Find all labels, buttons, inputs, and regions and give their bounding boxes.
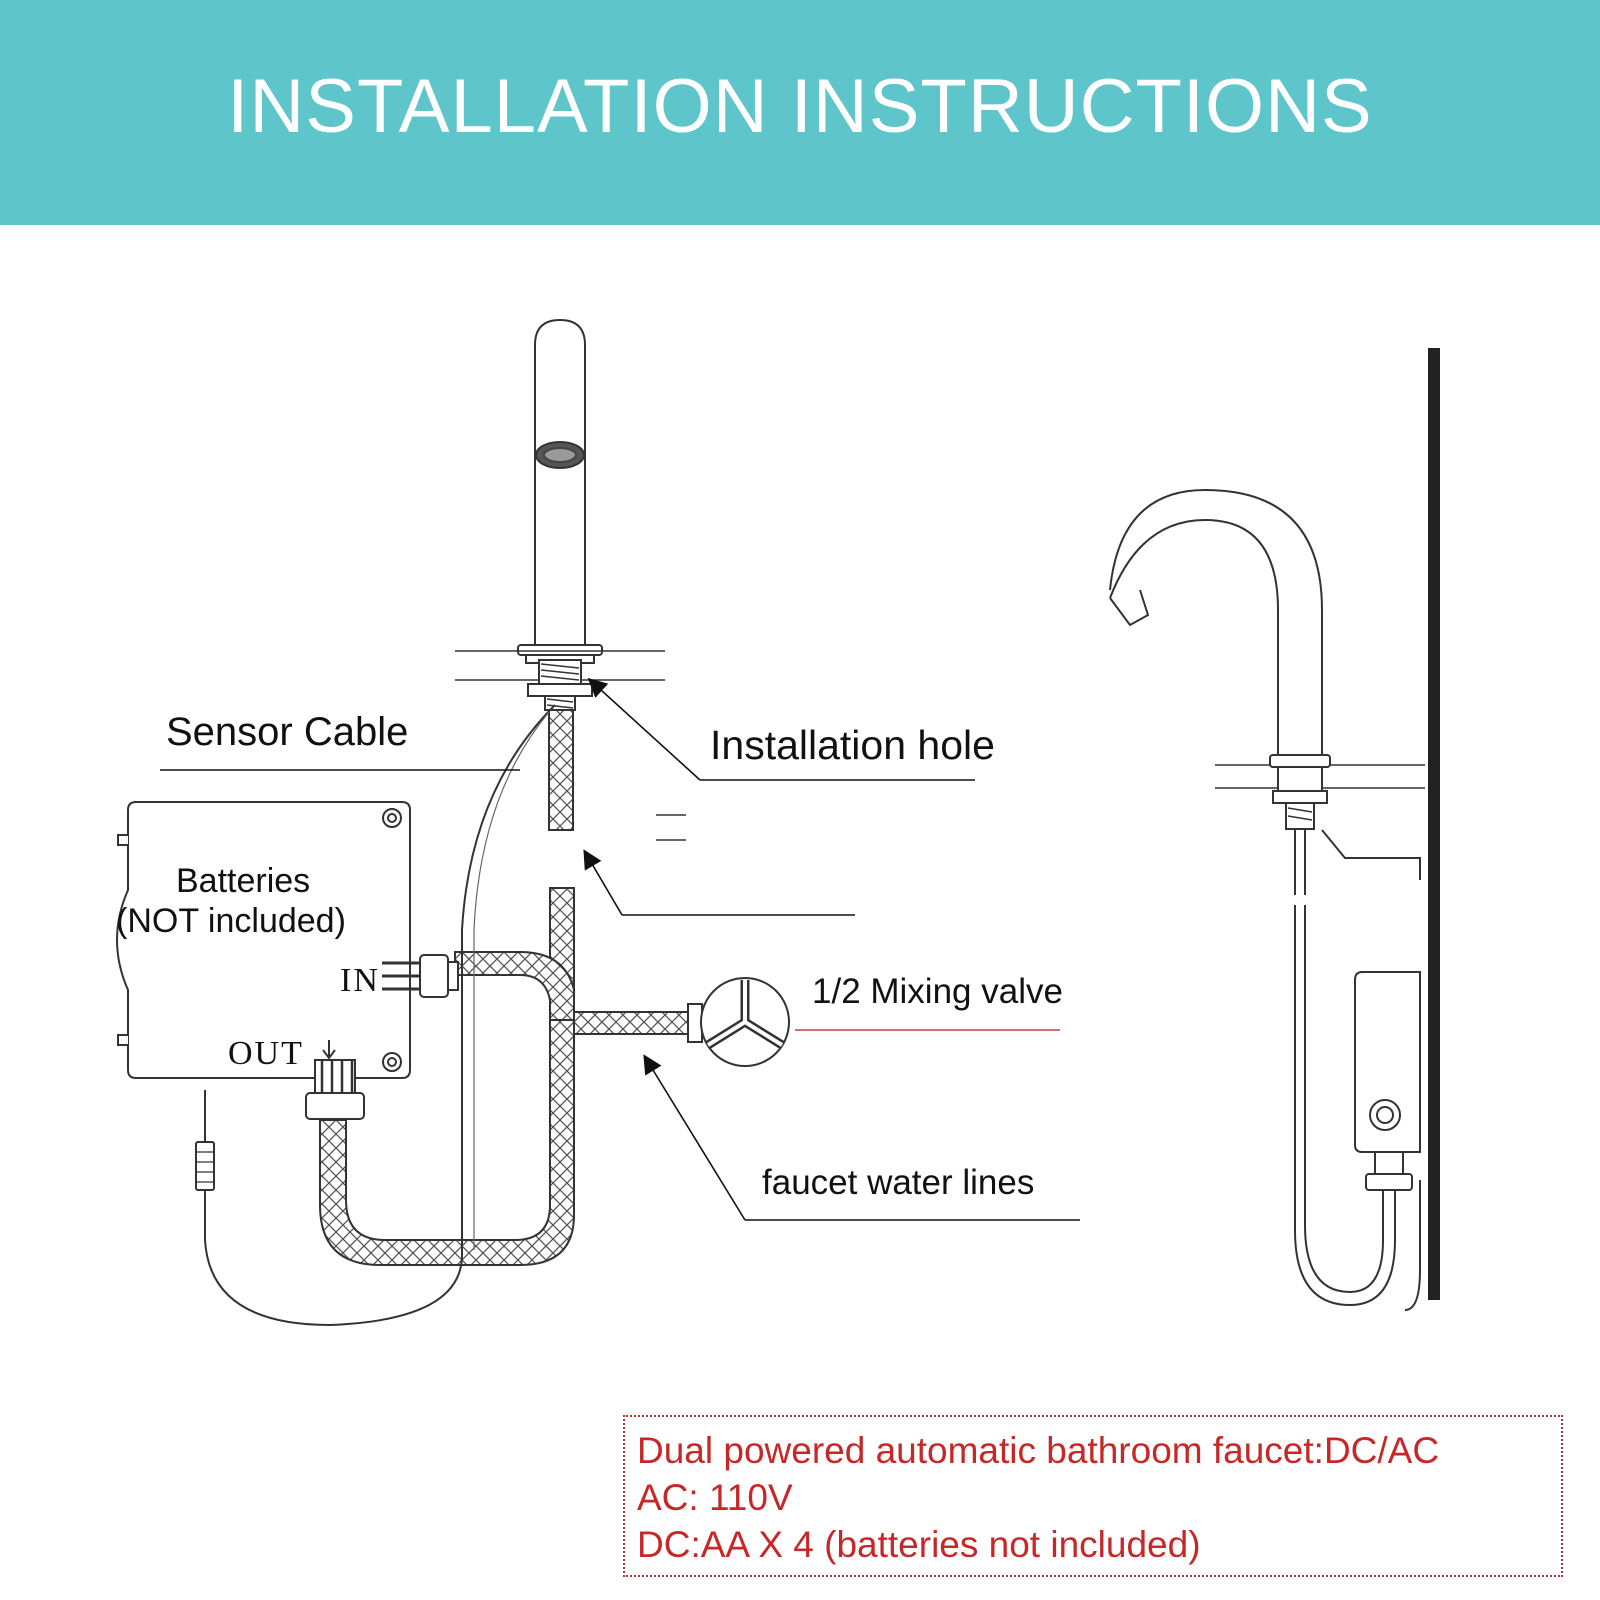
batteries-note-label: (NOT included) [116,902,346,940]
side-water-line [1294,829,1421,1311]
inlet-pipe [454,951,575,1021]
in-port-connector [382,954,459,998]
power-notes-box: Dual powered automatic bathroom faucet:D… [623,1415,1563,1577]
page-title: INSTALLATION INSTRUCTIONS [227,64,1373,149]
mixing-valve [687,977,790,1067]
power-note-dc: DC:AA X 4 (batteries not included) [637,1524,1201,1565]
in-port-label: IN [340,962,380,999]
side-control-box [1354,971,1421,1191]
mixing-valve-label: 1/2 Mixing valve [812,972,1063,1011]
control-box [116,801,411,1079]
mounting-thread [527,659,593,711]
water-lines-label: faucet water lines [762,1163,1035,1202]
installation-hole-label: Installation hole [710,722,995,768]
break-marks [656,814,686,841]
sensor-cable-inner [473,711,550,1250]
out-port-connector [305,1059,365,1120]
sensor-cable-label: Sensor Cable [166,710,409,754]
side-faucet-gooseneck [1109,488,1323,760]
power-note-ac: AC: 110V [637,1477,793,1518]
power-note-dual: Dual powered automatic bathroom faucet:D… [637,1430,1440,1471]
wall [1428,348,1440,1300]
batteries-label: Batteries [176,862,311,900]
side-mounting-thread [1269,754,1331,830]
out-port-label: OUT [228,1035,304,1072]
leader-lines [160,677,1080,1221]
faucet-water-line-lower [319,887,575,1266]
faucet-spout [534,318,586,653]
header-banner: INSTALLATION INSTRUCTIONS [0,0,1600,225]
sensor-cable [204,704,556,1327]
out-arrow-icon [322,1040,336,1060]
faucet-water-line-upper [548,709,574,831]
cable-connector [195,1141,215,1230]
mixing-valve-pipe [573,1011,690,1035]
